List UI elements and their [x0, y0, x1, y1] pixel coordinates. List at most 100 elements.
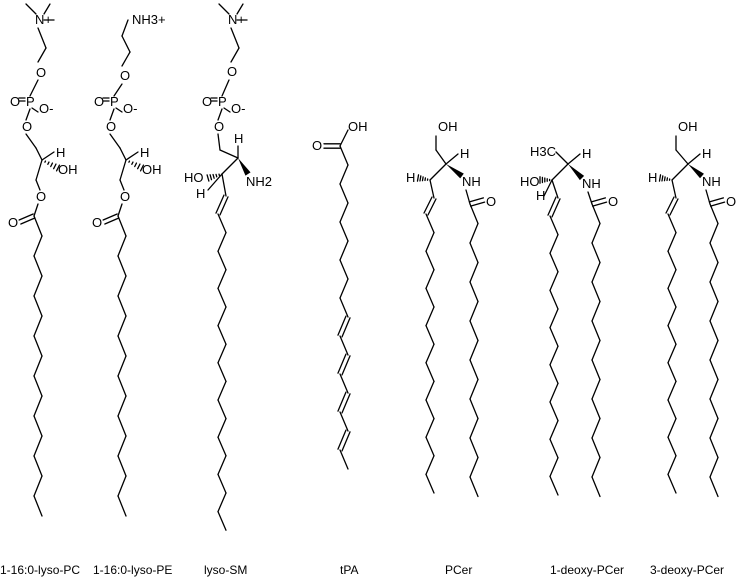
- bond: [209, 174, 213, 181]
- bond: [31, 107, 39, 113]
- bond: [117, 235, 127, 257]
- bond: [139, 164, 145, 172]
- bond: [667, 362, 677, 383]
- label-lyso-pc: 1-16:0-lyso-PC: [0, 563, 80, 577]
- bond: [337, 315, 347, 336]
- bond: [709, 242, 719, 264]
- bond: [591, 222, 601, 244]
- bond: [44, 160, 47, 163]
- bond: [667, 399, 677, 420]
- bond: [555, 151, 569, 165]
- bond: [217, 133, 221, 151]
- oxygen-atom: O: [106, 119, 116, 134]
- h-atom: H: [196, 186, 205, 201]
- bond: [667, 324, 677, 345]
- bond: [207, 173, 223, 191]
- bond: [223, 107, 231, 113]
- bond: [549, 215, 559, 236]
- bond: [217, 473, 227, 494]
- bond: [339, 297, 349, 318]
- bond: [37, 47, 47, 63]
- bond: [709, 378, 719, 400]
- bond: [590, 197, 607, 203]
- wedge-bond: [238, 158, 251, 176]
- bond: [675, 149, 689, 165]
- bond: [219, 149, 239, 159]
- bond: [33, 275, 43, 297]
- bond: [33, 455, 43, 477]
- bond: [217, 231, 227, 252]
- bond: [549, 326, 559, 347]
- hydroxyl-label: HO: [520, 174, 540, 189]
- bond: [591, 339, 601, 361]
- n-plus-atom: N+: [228, 12, 245, 27]
- carbonyl-oxygen: O: [92, 215, 102, 230]
- bond: [425, 250, 435, 271]
- bond: [212, 173, 215, 179]
- bond: [425, 324, 435, 345]
- bond: [591, 203, 601, 225]
- bond: [469, 417, 479, 439]
- bond: [217, 417, 227, 438]
- bond: [427, 198, 437, 216]
- bond: [549, 457, 559, 478]
- bond: [119, 159, 127, 181]
- bond: [33, 355, 43, 377]
- phosphorus-atom: P: [218, 94, 227, 109]
- bond: [55, 164, 61, 172]
- h-atom: H: [140, 145, 149, 160]
- bond: [669, 198, 679, 216]
- bond: [469, 320, 479, 342]
- bond: [339, 202, 349, 223]
- bond: [339, 449, 349, 470]
- bond: [416, 174, 420, 182]
- bond: [41, 151, 55, 161]
- bond: [33, 203, 39, 217]
- bond: [217, 213, 227, 234]
- wedge-bond: [446, 164, 464, 179]
- bond: [117, 315, 127, 337]
- bond: [47, 161, 50, 165]
- bond: [709, 437, 719, 459]
- bond: [469, 242, 479, 264]
- bond: [549, 419, 559, 440]
- bond: [549, 438, 559, 459]
- bond: [709, 476, 719, 498]
- bond: [469, 398, 479, 420]
- bond: [117, 415, 127, 437]
- bond: [236, 3, 244, 15]
- bond: [134, 162, 138, 168]
- bond: [468, 197, 485, 203]
- bond: [339, 278, 349, 299]
- bond: [33, 415, 43, 437]
- bond: [33, 215, 43, 237]
- wedge-bond: [568, 164, 585, 181]
- bond: [425, 399, 435, 420]
- bond: [591, 300, 601, 322]
- bond: [50, 162, 54, 168]
- bond: [469, 300, 479, 322]
- bond: [709, 359, 719, 381]
- bond: [709, 261, 719, 283]
- label-lyso-sm: lyso-SM: [204, 563, 247, 577]
- bond: [425, 231, 435, 252]
- bond: [591, 398, 601, 420]
- bond: [217, 343, 227, 364]
- bond: [709, 456, 719, 478]
- bond: [33, 255, 43, 277]
- bond: [425, 436, 435, 457]
- bond: [591, 242, 601, 264]
- carbonyl-oxygen: O: [8, 215, 18, 230]
- bond: [131, 161, 134, 165]
- bond: [117, 375, 127, 397]
- bond: [117, 455, 127, 477]
- bond: [117, 275, 127, 297]
- bond: [337, 353, 347, 374]
- bond: [429, 163, 447, 181]
- bond: [217, 269, 227, 290]
- bond: [709, 339, 719, 361]
- bond: [425, 417, 435, 438]
